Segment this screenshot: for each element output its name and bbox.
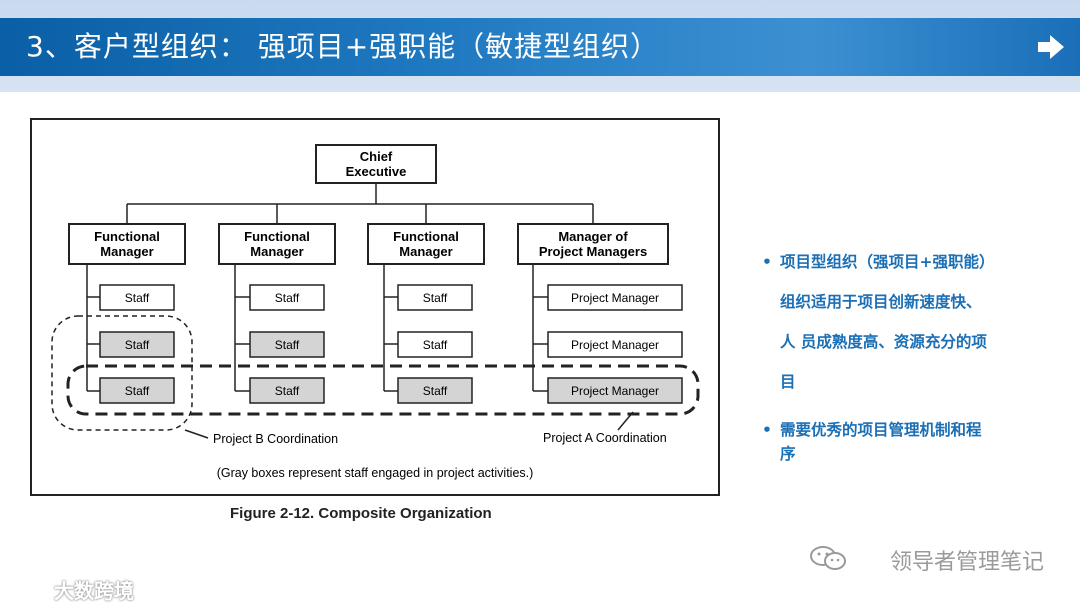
svg-text:Manager: Manager [250, 244, 303, 259]
svg-text:Staff: Staff [125, 291, 150, 305]
bullet-item-2: • 需要优秀的项目管理机制和程 序 [762, 418, 1042, 466]
staff-box: Staff [397, 331, 473, 358]
bullet-dot: • [762, 421, 772, 439]
svg-text:Functional: Functional [94, 229, 160, 244]
wechat-icon [810, 546, 846, 570]
staff-box: Staff [99, 284, 175, 311]
svg-text:Project Manager: Project Manager [571, 384, 659, 398]
svg-text:Staff: Staff [423, 291, 448, 305]
svg-text:Project Managers: Project Managers [539, 244, 647, 259]
svg-text:Staff: Staff [275, 291, 300, 305]
brand-logo-text: 大数跨境 [54, 579, 134, 603]
bullet-1-line-2: 组织适用于项目创新速度快、 [780, 293, 982, 311]
functional-manager-1: Functional Manager [68, 223, 186, 265]
svg-text:Staff: Staff [423, 384, 448, 398]
svg-text:Staff: Staff [125, 384, 150, 398]
bullet-2-line-1: 需要优秀的项目管理机制和程 [780, 421, 982, 439]
svg-text:Staff: Staff [275, 384, 300, 398]
right-arrow-icon[interactable] [1036, 33, 1066, 61]
svg-text:Manager: Manager [100, 244, 153, 259]
chief-line1: Chief [360, 149, 393, 164]
svg-text:Manager of: Manager of [558, 229, 628, 244]
bullet-dot: • [762, 253, 772, 271]
project-b-boundary [51, 315, 193, 431]
composite-org-figure: Chief Executive Functional Manager Funct… [30, 118, 720, 496]
staff-box-gray: Staff [249, 377, 325, 404]
svg-text:Project Manager: Project Manager [571, 338, 659, 352]
project-manager-box: Project Manager [547, 331, 683, 358]
manager-of-project-managers: Manager of Project Managers [517, 223, 669, 265]
functional-manager-2: Functional Manager [218, 223, 336, 265]
bullet-item-1: • 项目型组织（强项目+强职能） 组织适用于项目创新速度快、 人 员成熟度高、资… [762, 242, 1042, 402]
functional-manager-3: Functional Manager [367, 223, 485, 265]
chief-executive-box: Chief Executive [315, 144, 437, 184]
title-bar: 3、客户型组织： 强项目+强职能（敏捷型组织） [0, 18, 1080, 76]
org-chart: Chief Executive Functional Manager Funct… [30, 118, 720, 496]
svg-text:Staff: Staff [423, 338, 448, 352]
svg-text:Staff: Staff [125, 338, 150, 352]
staff-box: Staff [249, 284, 325, 311]
svg-text:Project Manager: Project Manager [571, 291, 659, 305]
svg-text:Manager: Manager [399, 244, 452, 259]
bullet-1-line-1: 项目型组织（强项目+强职能） [780, 253, 995, 271]
account-watermark: 领导者管理笔记 [889, 550, 1044, 575]
figure-caption: Figure 2-12. Composite Organization [230, 505, 492, 522]
staff-box-gray: Staff [99, 377, 175, 404]
project-a-label: Project A Coordination [543, 431, 667, 445]
bullet-1-line-4: 目 [780, 373, 796, 391]
bullet-1-line-3: 人 员成熟度高、资源充分的项 [780, 333, 987, 351]
project-manager-box: Project Manager [547, 284, 683, 311]
project-manager-box-gray: Project Manager [547, 377, 683, 404]
brand-logo-icon [10, 574, 52, 595]
connector-lines [86, 183, 634, 439]
header-banner: 3、客户型组织： 强项目+强职能（敏捷型组织） [0, 0, 1080, 92]
chief-line2: Executive [346, 164, 407, 179]
project-a-boundary [66, 364, 700, 416]
staff-box: Staff [397, 284, 473, 311]
slide-title: 3、客户型组织： 强项目+强职能（敏捷型组织） [26, 30, 660, 63]
bullet-2-line-2: 序 [780, 445, 796, 463]
staff-box-gray: Staff [249, 331, 325, 358]
project-b-label: Project B Coordination [213, 432, 338, 446]
svg-text:Functional: Functional [244, 229, 310, 244]
staff-box-gray: Staff [397, 377, 473, 404]
svg-text:Functional: Functional [393, 229, 459, 244]
staff-box-gray: Staff [99, 331, 175, 358]
svg-text:Staff: Staff [275, 338, 300, 352]
figure-note: (Gray boxes represent staff engaged in p… [217, 466, 534, 480]
